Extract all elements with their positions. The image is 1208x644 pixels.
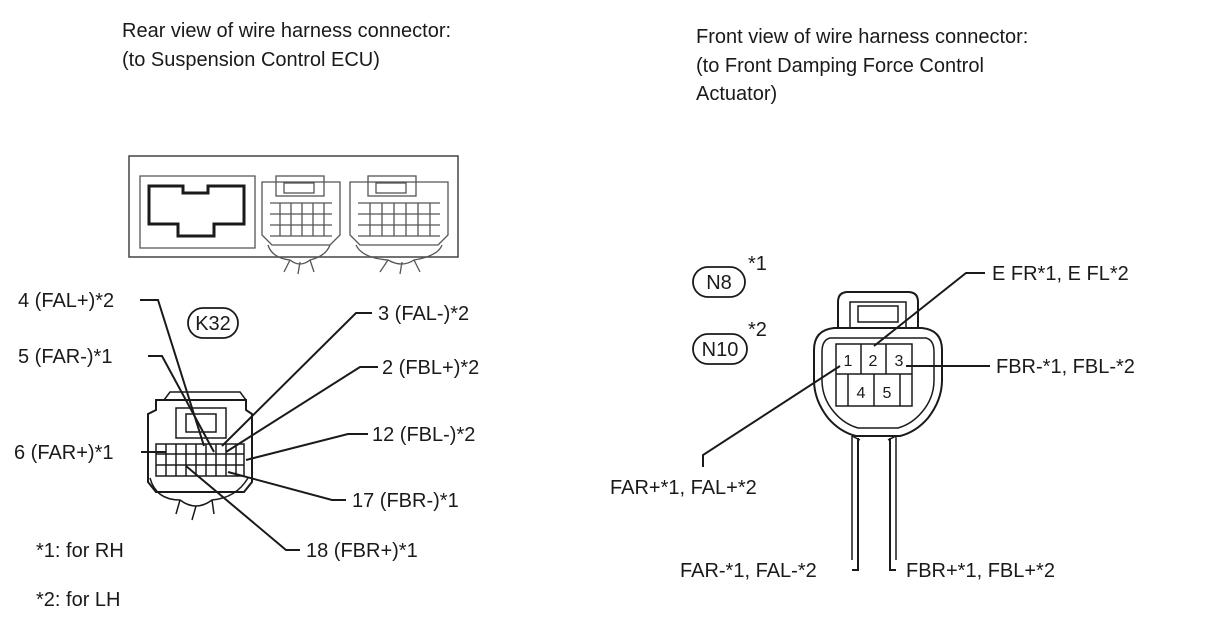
label-e: E FR*1, E FL*2 [992, 263, 1129, 285]
note-rh: *1: for RH [36, 540, 124, 562]
connector-id-k32-text: K32 [195, 313, 231, 335]
actuator-leader-lines [702, 272, 990, 571]
k32-leader-lines [140, 299, 378, 551]
connector-id-n10-text: N10 [702, 339, 739, 361]
connector-id-k32: K32 [187, 307, 239, 339]
actuator-title-line-2: (to Front Damping Force Control [696, 55, 984, 77]
pin-2: 2 [869, 353, 878, 370]
ecu-title-line-2: (to Suspension Control ECU) [122, 49, 380, 71]
actuator-connector-section: Front view of wire harness connector: (t… [610, 26, 1135, 582]
label-fbr-minus: FBR-*1, FBL-*2 [996, 356, 1135, 378]
pin-1: 1 [844, 353, 853, 370]
pin-3: 3 [895, 353, 904, 370]
ecu-overview-illustration [128, 155, 459, 275]
connector-id-n10: N10 *2 [692, 319, 767, 365]
label-far-minus: FAR-*1, FAL-*2 [680, 560, 817, 582]
ecu-connector-section: Rear view of wire harness connector: (to… [14, 20, 479, 611]
actuator-connector-drawing [813, 291, 943, 560]
connector-id-n8-text: N8 [706, 272, 732, 294]
label-pin-6: 6 (FAR+)*1 [14, 442, 113, 464]
label-pin-2: 2 (FBL+)*2 [382, 357, 479, 379]
label-pin-3: 3 (FAL-)*2 [378, 303, 469, 325]
ecu-title-line-1: Rear view of wire harness connector: [122, 20, 451, 42]
actuator-title-line-1: Front view of wire harness connector: [696, 26, 1028, 48]
label-pin-5: 5 (FAR-)*1 [18, 346, 112, 368]
actuator-title-line-3: Actuator) [696, 83, 777, 105]
label-far-plus: FAR+*1, FAL+*2 [610, 477, 757, 499]
label-pin-17: 17 (FBR-)*1 [352, 490, 459, 512]
connector-id-n10-note: *2 [748, 319, 767, 341]
connector-id-n8: N8 *1 [692, 253, 767, 298]
connector-id-n8-note: *1 [748, 253, 767, 275]
k32-connector-drawing [147, 391, 253, 521]
label-pin-12: 12 (FBL-)*2 [372, 424, 475, 446]
label-pin-4: 4 (FAL+)*2 [18, 290, 114, 312]
label-pin-18: 18 (FBR+)*1 [306, 540, 418, 562]
pin-4: 4 [857, 385, 866, 402]
pin-5: 5 [883, 385, 892, 402]
label-fbr-plus: FBR+*1, FBL+*2 [906, 560, 1055, 582]
note-lh: *2: for LH [36, 589, 120, 611]
